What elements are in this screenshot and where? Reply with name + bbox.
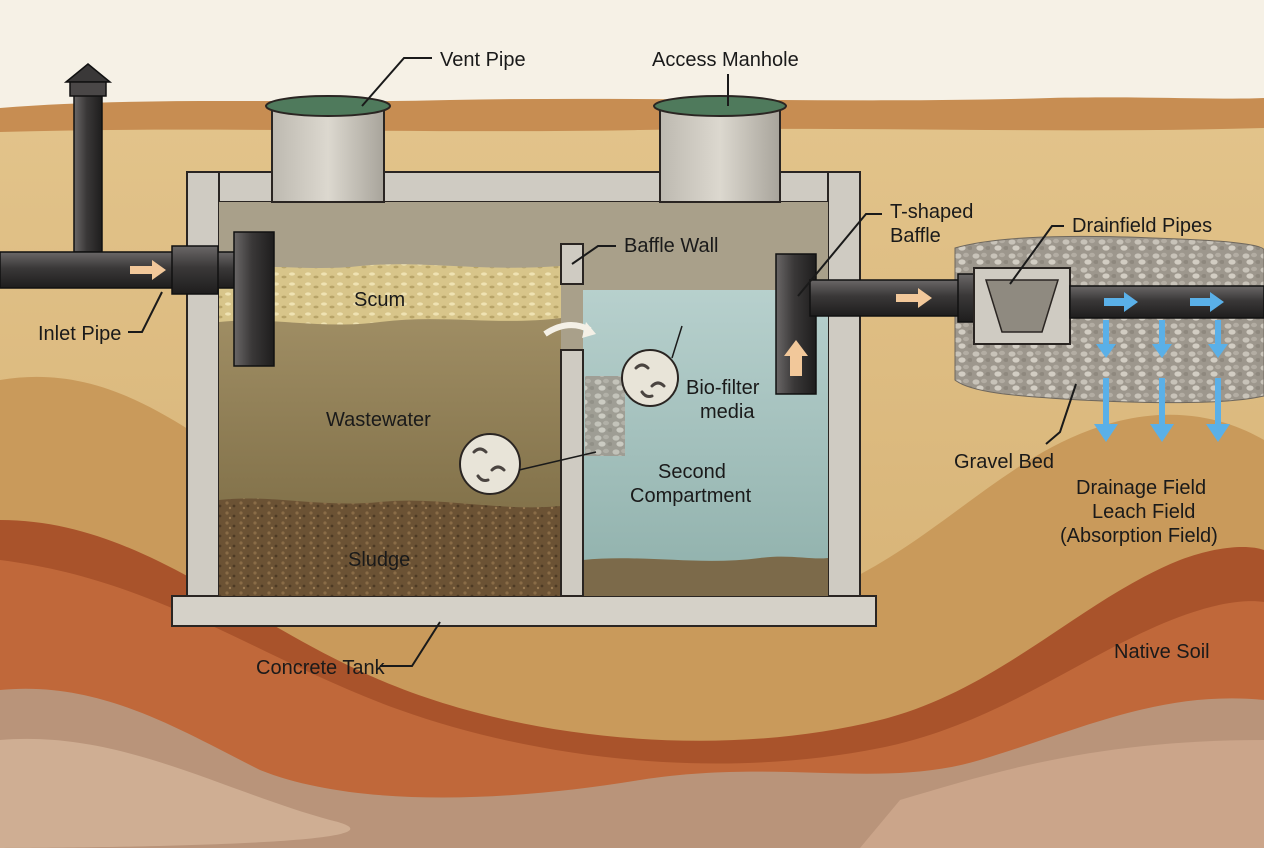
- leader-gravel-bed: [1045, 383, 1077, 445]
- label-drainage-field-3: (Absorption Field): [1060, 525, 1218, 547]
- tank-footing: [171, 595, 877, 627]
- leader-concrete-tank: [380, 621, 441, 667]
- tank-left-wall: [186, 171, 220, 601]
- vent-stack-collar: [69, 81, 107, 97]
- label-wastewater: Wastewater: [326, 409, 431, 431]
- access-riser: [659, 105, 781, 203]
- label-sludge: Sludge: [348, 549, 410, 571]
- scum-layer: [219, 264, 561, 325]
- magnifier-leader-2: [671, 325, 683, 359]
- label-second-compartment-2: Compartment: [630, 485, 752, 507]
- label-baffle-wall: Baffle Wall: [624, 235, 718, 257]
- vent-stack-pipe: [73, 81, 103, 253]
- label-scum: Scum: [354, 289, 405, 311]
- inlet-flow-arrow: [130, 260, 166, 280]
- inlet-tee: [233, 231, 275, 367]
- biofilter-media: [585, 376, 625, 456]
- inlet-pipe-coupling: [171, 245, 219, 295]
- label-inlet-pipe: Inlet Pipe: [38, 323, 121, 345]
- label-drainage-field-1: Drainage Field: [1076, 477, 1206, 499]
- biofilter-magnifier: [621, 349, 679, 407]
- access-manhole-lid: [653, 95, 787, 117]
- label-biofilter-1: Bio-filter: [686, 377, 760, 399]
- baffle-wall-lower: [560, 349, 584, 597]
- leader-t-baffle: [797, 213, 882, 297]
- outlet-up-arrow: [784, 340, 808, 376]
- drainfield-pipe: [1069, 285, 1264, 319]
- label-vent-pipe: Vent Pipe: [440, 49, 526, 71]
- label-concrete-tank: Concrete Tank: [256, 657, 386, 679]
- outlet-flow-arrow: [896, 288, 932, 308]
- label-gravel-bed: Gravel Bed: [954, 451, 1054, 473]
- label-biofilter-2: media: [700, 401, 755, 423]
- leader-drainfield-pipes: [1009, 225, 1064, 285]
- drainfield-flow-arrow-2: [1190, 292, 1224, 312]
- label-drainfield-pipes: Drainfield Pipes: [1072, 215, 1212, 237]
- drainfield-flow-arrow-1: [1104, 292, 1138, 312]
- sky-background: [0, 0, 1264, 110]
- distribution-box-inner: [984, 279, 1060, 333]
- tank-right-wall: [827, 171, 861, 601]
- sludge-layer: [219, 498, 561, 596]
- vent-riser: [271, 105, 385, 203]
- magnifier-leader: [518, 451, 597, 471]
- label-drainage-field-2: Leach Field: [1092, 501, 1195, 523]
- bacteria-icon: [472, 363, 666, 482]
- leader-vent-pipe: [361, 57, 432, 107]
- leader-baffle-wall: [571, 245, 616, 265]
- bacteria-magnifier: [459, 433, 521, 495]
- transfer-arrow-head: [582, 322, 596, 338]
- second-sludge: [583, 556, 828, 596]
- label-second-compartment-1: Second: [658, 461, 726, 483]
- label-native-soil: Native Soil: [1114, 641, 1210, 663]
- bedrock-right: [860, 740, 1264, 848]
- leader-inlet-pipe: [128, 291, 163, 333]
- label-t-shaped-baffle-1: T-shaped: [890, 201, 973, 223]
- vent-manhole-lid: [265, 95, 391, 117]
- bedrock-highlight: [0, 738, 351, 848]
- label-t-shaped-baffle-2: Baffle: [890, 225, 941, 247]
- seepage-arrows: [1094, 320, 1230, 442]
- label-access-manhole: Access Manhole: [652, 49, 799, 71]
